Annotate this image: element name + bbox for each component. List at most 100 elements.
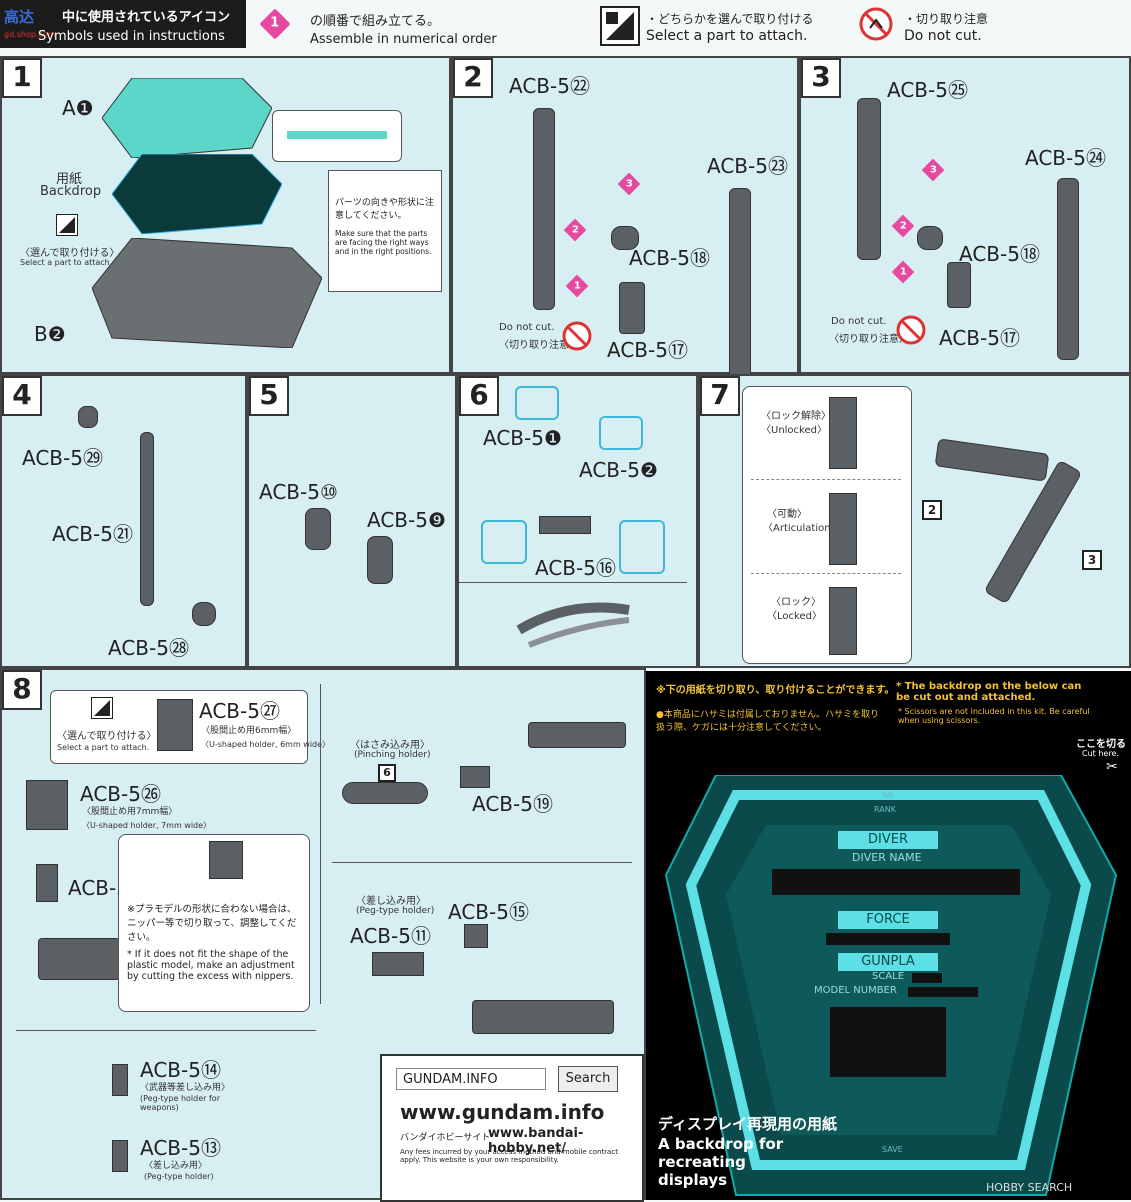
p13-jp: 〈差し込み用〉	[144, 1161, 208, 1171]
select-symbol: ・どちらかを選んで取り付ける Select a part to attach.	[600, 2, 840, 50]
p26-en: 〈U-shaped holder, 7mm wide〉	[82, 821, 212, 830]
pinch-en: (Pinching holder)	[354, 750, 431, 760]
search-button[interactable]: Search	[558, 1066, 618, 1092]
step-badge-1: 1	[891, 260, 915, 284]
part-a-plate	[102, 78, 272, 158]
detail-inset	[481, 520, 527, 564]
select-jp: 〈選んで取り付ける〉	[57, 731, 157, 742]
gundam-info-box: GUNDAM.INFO Search www.gundam.info バンダイホ…	[380, 1054, 644, 1202]
gundam-info-url[interactable]: www.gundam.info	[400, 1100, 605, 1124]
holder-part-19	[36, 864, 58, 902]
joint-part-17	[619, 282, 645, 334]
symbols-title: 高达 gd.shop.com 中に使用されているアイコン Symbols use…	[0, 0, 246, 48]
part-label-21: ACB-5㉑	[52, 522, 133, 546]
nocut-icon	[562, 321, 592, 351]
step-5-panel: 5 ACB-5⑩ ACB-5❾	[247, 374, 457, 668]
step-6-panel: 6 ACB-5❶ ACB-5❷ ACB-5⑯	[457, 374, 698, 668]
peg-part-15	[464, 924, 488, 948]
image-field	[830, 1007, 946, 1077]
p14-jp: 〈武器等差し込み用〉	[140, 1083, 231, 1093]
nocut-jp: 〈切り取り注意〉	[499, 340, 579, 351]
save-label: SAVE	[882, 1145, 903, 1154]
scissors-icon: ✂	[1106, 759, 1118, 775]
ref-box-2: 2	[922, 500, 942, 520]
pinch-mount	[528, 722, 626, 748]
select-part-icon	[600, 6, 640, 46]
p14-en: (Peg-type holder for weapons)	[140, 1094, 220, 1112]
part-label-pinch-19: ACB-5⑲	[472, 792, 553, 816]
backdrop-en: Backdrop	[40, 184, 102, 199]
fit-en: * If it does not fit the shape of the pl…	[127, 949, 295, 982]
search-input[interactable]: GUNDAM.INFO	[396, 1068, 546, 1090]
step-8-panel: 8 〈選んで取り付ける〉 Select a part to attach. AC…	[0, 668, 646, 1202]
part-label-a: A❶	[62, 96, 94, 120]
part-label-26: ACB-5㉖	[80, 782, 161, 806]
mount-assembly	[38, 938, 120, 980]
arm-assembly-2	[934, 438, 1050, 482]
backdrop-sheet-piece	[112, 154, 282, 234]
p13-en: (Peg-type holder)	[144, 1172, 214, 1181]
backdrop-title-jp: ディスプレイ再現用の用紙	[658, 1115, 837, 1133]
u-holder-7mm	[26, 780, 68, 830]
nocut-icon	[896, 315, 926, 345]
step-badge-1: 1	[565, 274, 589, 298]
bandai-url[interactable]: www.bandai-hobby.net/	[488, 1126, 584, 1156]
site-logo: 高达	[4, 8, 35, 26]
part-label-24: ACB-5㉔	[1025, 146, 1106, 170]
articulation-en: 〈Articulation〉	[763, 523, 841, 534]
cut-jp: ここを切る	[1076, 739, 1126, 750]
joint-part-9	[367, 536, 393, 584]
step-number: 5	[249, 376, 289, 416]
cut-en: Cut here.	[1082, 749, 1119, 758]
step-2-panel: 2 ACB-5㉒ ACB-5㉓ 3 2 1 ACB-5⑱ ACB-5⑰ Do n…	[451, 56, 799, 406]
part-label-23: ACB-5㉓	[707, 154, 788, 178]
joint-part-18	[917, 226, 943, 250]
part-label-10: ACB-5⑩	[259, 480, 338, 504]
site-logo-sub: gd.shop.com	[4, 30, 56, 39]
divider	[332, 862, 632, 863]
locked-en: 〈Locked〉	[767, 611, 822, 622]
part-label-9: ACB-5❾	[367, 508, 446, 532]
backdrop-jp: 用紙	[56, 172, 83, 187]
divider	[751, 479, 901, 480]
nocut-en: Do not cut.	[904, 28, 982, 44]
ref-box-3: 3	[1082, 550, 1102, 570]
peg-part-13	[112, 1140, 128, 1172]
step-4-panel: 4 ACB-5㉙ ACB-5㉑ ACB-5㉘	[0, 374, 247, 668]
part-label-16: ACB-5⑯	[535, 556, 616, 580]
clip-part-16	[539, 516, 591, 534]
step-number: 4	[2, 376, 42, 416]
model-number-field	[908, 987, 978, 997]
diver-name-label: DIVER NAME	[852, 851, 922, 864]
order-badge-icon: 1	[259, 8, 291, 40]
locked-jp: 〈ロック〉	[771, 597, 821, 608]
order-symbol: 1 の順番で組み立てる。 Assemble in numerical order	[258, 2, 580, 50]
step-badge-2: 2	[563, 218, 587, 242]
note-jp: パーツの向きや形状に注意してください。	[335, 198, 434, 221]
p26-jp: 〈股間止め用7mm幅〉	[82, 807, 178, 817]
nocut-icon	[858, 6, 894, 46]
joint-part-10	[305, 508, 331, 550]
part-label-28: ACB-5㉘	[108, 636, 189, 660]
clip-assembly	[516, 602, 630, 648]
part-label-27: ACB-5㉗	[199, 699, 280, 723]
step-1-panel: 1 A❶ 用紙 Backdrop 〈選んで取り付ける〉 Select a par…	[0, 56, 451, 374]
fit-jp: ※プラモデルの形状に合わない場合は、ニッパー等で切り取って、調整してください。	[127, 904, 297, 943]
nocut-jp: ・切り取り注意	[904, 12, 989, 26]
joint-part-18	[611, 226, 639, 250]
pinch-jp: 〈はさみ込み用〉	[350, 740, 430, 751]
u-holder-detail	[209, 841, 243, 879]
part-label-11: ACB-5⑪	[350, 924, 431, 948]
note-en: Make sure that the parts are facing the …	[335, 229, 432, 256]
peg-jp: 〈差し込み用〉	[356, 896, 426, 907]
lock-locked-image	[829, 587, 857, 655]
part-label-29: ACB-5㉙	[22, 446, 103, 470]
arm-part-24	[1057, 178, 1079, 360]
step-7-panel: 7 〈ロック解除〉 〈Unlocked〉 〈可動〉 〈Articulation〉…	[698, 374, 1131, 668]
rank-label: RANK	[874, 805, 896, 814]
pinching-clip	[342, 782, 428, 804]
step-number: 6	[459, 376, 499, 416]
p27-en: 〈U-shaped holder, 6mm wide〉	[201, 740, 331, 749]
step-badge-3: 3	[921, 158, 945, 182]
step-number: 3	[801, 58, 841, 98]
